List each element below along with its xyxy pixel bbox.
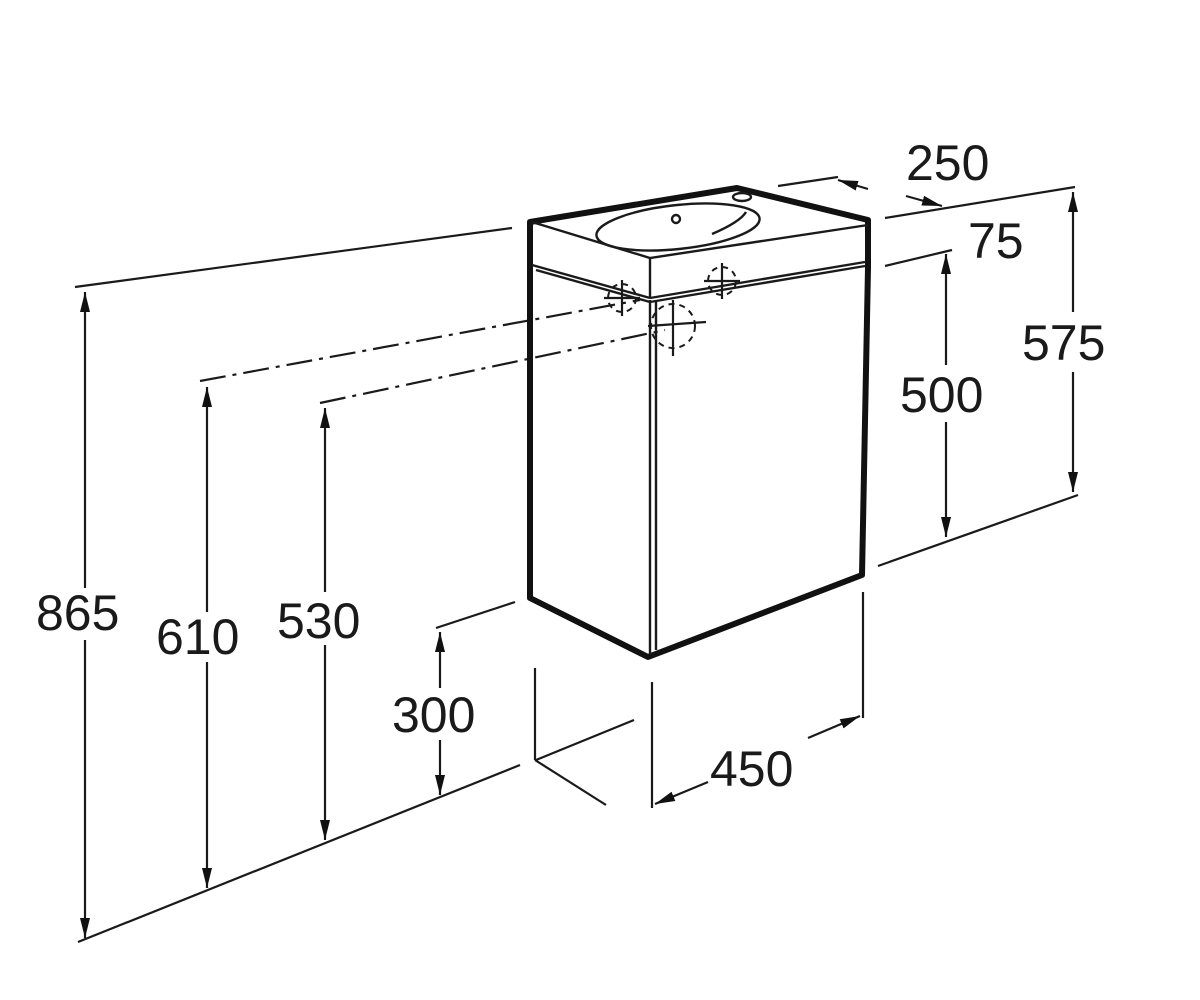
dimension-labels: 250 75 865 610 530 300 450 500 575 — [36, 135, 1105, 797]
label-height-610: 610 — [156, 609, 239, 665]
label-height-865: 865 — [36, 585, 119, 641]
label-height-300: 300 — [392, 687, 475, 743]
label-width: 450 — [710, 741, 793, 797]
label-top-thickness: 75 — [968, 213, 1024, 269]
label-depth: 250 — [906, 135, 989, 191]
extension-lines — [74, 175, 1079, 944]
hidden-fixtures — [604, 263, 740, 356]
centre-lines — [199, 298, 666, 405]
label-height-575: 575 — [1022, 315, 1105, 371]
dimension-arrows — [80, 178, 1078, 938]
label-height-500: 500 — [900, 367, 983, 423]
label-height-530: 530 — [277, 593, 360, 649]
cabinet — [527, 185, 871, 660]
